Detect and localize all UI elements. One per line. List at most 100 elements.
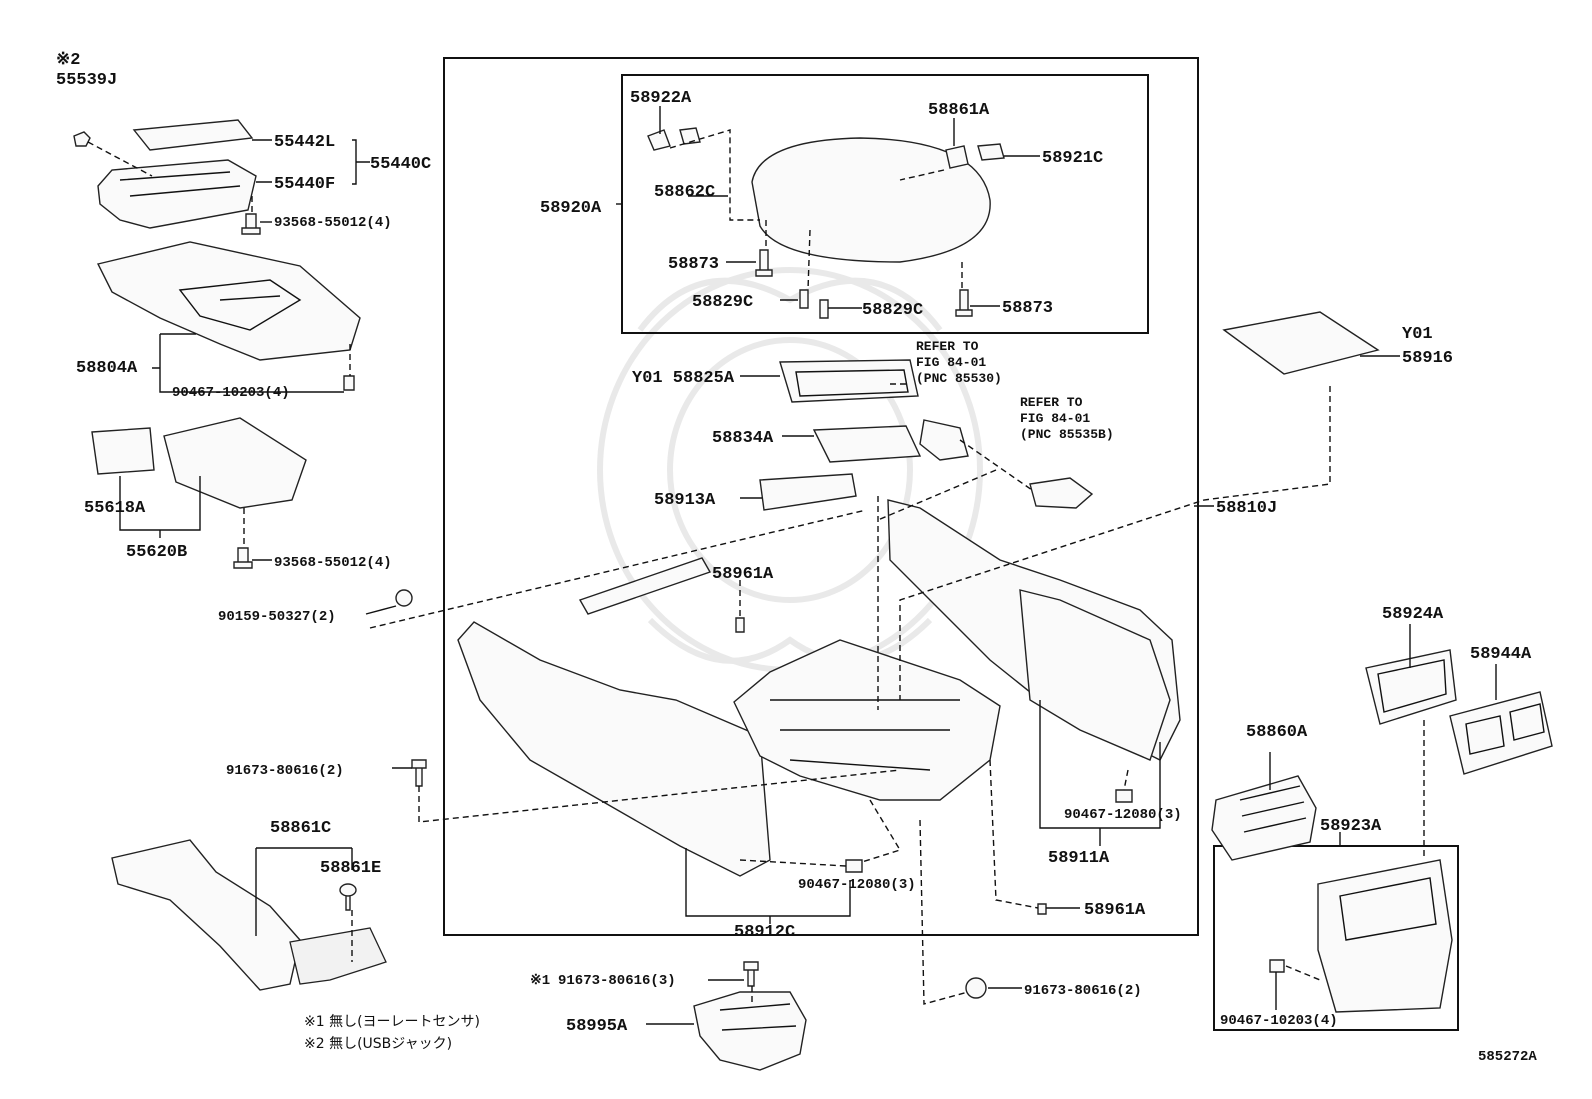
part-58829C-b[interactable]	[819, 299, 829, 319]
label-58961A-b[interactable]: 58961A	[1084, 901, 1146, 920]
part-58912C[interactable]	[457, 621, 771, 877]
label-90467-12080-a[interactable]: 90467-12080(3)	[1064, 807, 1182, 823]
part-58944A[interactable]	[1449, 691, 1553, 775]
label-58916[interactable]: 58916	[1402, 349, 1453, 368]
part-55620B[interactable]	[163, 417, 307, 509]
note-mark-1: ※1	[530, 973, 550, 989]
clip-90467-10203-b[interactable]	[1269, 959, 1285, 973]
label-55442L[interactable]: 55442L	[274, 133, 335, 152]
part-58829C-a[interactable]	[799, 289, 809, 309]
label-58860A[interactable]: 58860A	[1246, 723, 1308, 742]
label-58912C[interactable]: 58912C	[734, 923, 795, 942]
label-58834A[interactable]: 58834A	[712, 429, 774, 448]
label-90467-10203-a[interactable]: 90467-10203(4)	[172, 385, 290, 401]
label-58861C[interactable]: 58861C	[270, 819, 331, 838]
part-58924A[interactable]	[1365, 649, 1457, 725]
panel-58923A-frame	[1213, 845, 1459, 1031]
label-58944A[interactable]: 58944A	[1470, 645, 1532, 664]
label-91673-80616-c[interactable]: 91673-80616(2)	[1024, 983, 1142, 999]
label-58873-a[interactable]: 58873	[668, 255, 719, 274]
watermark	[597, 267, 983, 673]
label-58804A[interactable]: 58804A	[76, 359, 138, 378]
screw-58873-a[interactable]	[755, 249, 773, 277]
label-58922A[interactable]: 58922A	[630, 89, 692, 108]
label-58862C[interactable]: 58862C	[654, 183, 715, 202]
main-assembly-frame	[443, 57, 1199, 936]
part-58861C[interactable]	[111, 839, 301, 991]
label-55440C[interactable]: 55440C	[370, 155, 431, 174]
callouts: ※2 55539J 55442L 55440C 55440F 93568-550…	[56, 51, 1537, 1065]
part-55442L[interactable]	[132, 119, 254, 151]
label-58923A[interactable]: 58923A	[1320, 817, 1382, 836]
label-58913A[interactable]: 58913A	[654, 491, 716, 510]
part-58861A[interactable]	[945, 145, 969, 169]
label-55440F[interactable]: 55440F	[274, 175, 335, 194]
label-91673-80616-b[interactable]: 91673-80616(3)	[558, 973, 676, 989]
svg-text:REFER TO: REFER TO	[916, 339, 979, 354]
note-1: ※1 無し(ヨーレートセンサ)	[304, 1014, 480, 1030]
part-58922A[interactable]	[647, 129, 671, 151]
label-55618A[interactable]: 55618A	[84, 499, 146, 518]
trim-strip	[578, 557, 712, 615]
leader-lines	[87, 106, 1497, 1025]
part-58961A-a[interactable]	[735, 617, 745, 633]
label-58924A[interactable]: 58924A	[1382, 605, 1444, 624]
label-58911A[interactable]: 58911A	[1048, 849, 1110, 868]
label-58829C-a[interactable]: 58829C	[692, 293, 753, 312]
label-58995A[interactable]: 58995A	[566, 1017, 628, 1036]
label-58810J[interactable]: 58810J	[1216, 499, 1277, 518]
part-58862C[interactable]	[679, 127, 701, 145]
part-58995A[interactable]	[693, 991, 807, 1071]
bolt-93568-a[interactable]	[241, 213, 261, 235]
part-55618A[interactable]	[91, 427, 155, 475]
part-58860A[interactable]	[1211, 775, 1317, 861]
svg-text:FIG 84-01: FIG 84-01	[1020, 411, 1090, 426]
label-58961A-a[interactable]: 58961A	[712, 565, 774, 584]
svg-text:(PNC 85530): (PNC 85530)	[916, 371, 1002, 386]
nut-90159[interactable]	[395, 589, 413, 607]
label-93568-55012-b[interactable]: 93568-55012(4)	[274, 555, 392, 571]
label-90467-10203-b[interactable]: 90467-10203(4)	[1220, 1013, 1338, 1029]
clip-58861E[interactable]	[339, 883, 357, 911]
part-58920A[interactable]	[751, 137, 991, 263]
label-58825A[interactable]: Y01 58825A	[632, 369, 735, 388]
label-58861E[interactable]: 58861E	[320, 859, 381, 878]
clip-90467-12080-a[interactable]	[1115, 789, 1133, 803]
part-58923A[interactable]	[1317, 859, 1453, 1013]
label-58920A[interactable]: 58920A	[540, 199, 602, 218]
part-58834A[interactable]	[812, 425, 922, 463]
part-85535B-socket[interactable]	[1029, 477, 1094, 509]
label-55539J[interactable]: 55539J	[56, 71, 117, 90]
label-58873-b[interactable]: 58873	[1002, 299, 1053, 318]
label-58921C[interactable]: 58921C	[1042, 149, 1103, 168]
label-Y01[interactable]: Y01	[1402, 325, 1433, 344]
svg-text:FIG 84-01: FIG 84-01	[916, 355, 986, 370]
bolt-91673-b[interactable]	[743, 961, 759, 987]
part-58921C[interactable]	[977, 143, 1005, 161]
part-58913A[interactable]	[759, 473, 857, 511]
clip-90467-10203-a[interactable]	[343, 375, 355, 391]
bolt-93568-b[interactable]	[233, 547, 253, 569]
clip-90467-12080-b[interactable]	[845, 859, 863, 873]
label-90467-12080-b[interactable]: 90467-12080(3)	[798, 877, 916, 893]
part-58804A[interactable]	[96, 241, 361, 361]
label-93568-55012-a[interactable]: 93568-55012(4)	[274, 215, 392, 231]
part-55440F[interactable]	[97, 159, 257, 229]
label-58861A[interactable]: 58861A	[928, 101, 990, 120]
part-58916[interactable]	[1222, 311, 1380, 375]
part-58911A[interactable]	[1019, 589, 1171, 761]
part-58961A-b[interactable]	[1037, 903, 1047, 915]
screw-58873-b[interactable]	[955, 289, 973, 317]
svg-text:(PNC 85535B): (PNC 85535B)	[1020, 427, 1114, 442]
bolt-91673-a[interactable]	[411, 759, 427, 787]
label-91673-80616-a[interactable]: 91673-80616(2)	[226, 763, 344, 779]
label-55620B[interactable]: 55620B	[126, 543, 187, 562]
label-58829C-b[interactable]: 58829C	[862, 301, 923, 320]
label-90159-50327[interactable]: 90159-50327(2)	[218, 609, 336, 625]
part-85530-socket[interactable]	[919, 419, 969, 461]
diagram-id: 585272A	[1478, 1049, 1537, 1065]
part-55539J[interactable]	[73, 131, 91, 147]
bolt-91673-c[interactable]	[965, 977, 987, 999]
